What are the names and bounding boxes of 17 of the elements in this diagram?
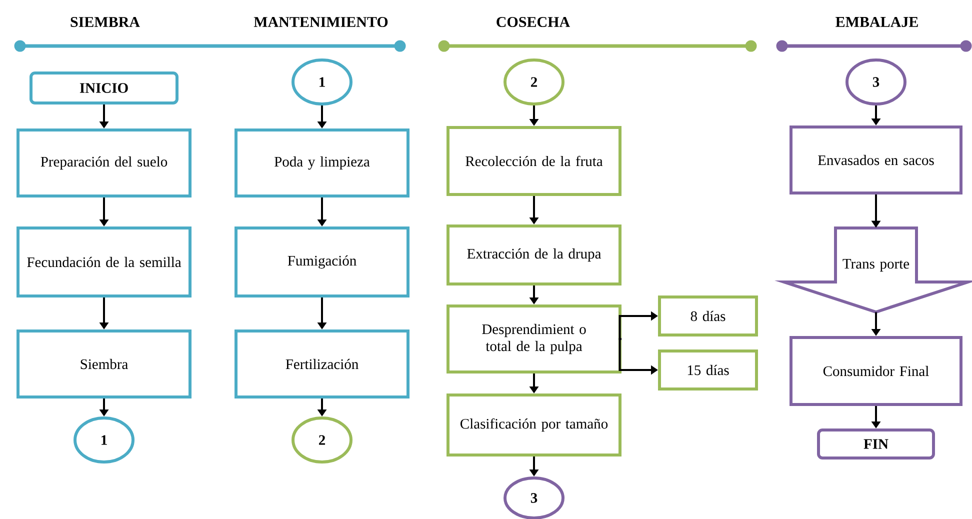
process-box: Recolección de la fruta (446, 126, 622, 196)
process-box: Fumigación (234, 226, 410, 298)
process-box: Fertilización (234, 330, 410, 398)
process-box: Clasificación por tamaño (446, 394, 622, 456)
process-box: 15 días (658, 350, 758, 390)
phase-title: SIEMBRA (70, 16, 140, 28)
terminal-box: FIN (817, 428, 935, 460)
process-box: Envasados en sacos (790, 126, 962, 194)
process-box: 8 días (658, 296, 758, 336)
process-box: Siembra (16, 330, 192, 398)
process-box: Desprendimient o total de la pulpa (446, 304, 622, 374)
process-box: Fecundación de la semilla (16, 226, 192, 298)
process-box: Preparación del suelo (16, 128, 192, 198)
terminal-box: INICIO (30, 72, 178, 104)
process-box: Extracción de la drupa (446, 224, 622, 286)
process-box: Poda y limpieza (234, 128, 410, 198)
process-box: Consumidor Final (790, 336, 962, 406)
